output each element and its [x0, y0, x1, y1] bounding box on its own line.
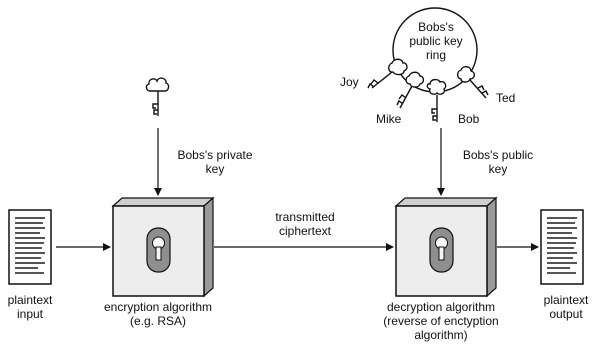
key-ring-label: Bobs's public key ring — [409, 20, 463, 62]
plaintext-input-document-icon — [8, 209, 52, 285]
transmitted-ciphertext-label: transmitted ciphertext — [275, 210, 335, 238]
joy-key-icon — [367, 58, 408, 89]
plaintext-input-label: plaintext input — [7, 293, 53, 321]
joy-key-label: Joy — [340, 75, 359, 89]
plaintext-output-label: plaintext output — [543, 293, 589, 321]
decryption-algorithm-label: decryption algorithm (reverse of enctypt… — [383, 300, 499, 342]
encryption-keyhole-icon — [146, 227, 171, 273]
mike-key-label: Mike — [376, 112, 402, 126]
private-key-icon — [145, 77, 170, 116]
decryption-lock-box-icon — [394, 196, 498, 298]
encryption-lock-box-icon — [111, 196, 215, 298]
plaintext-output-document-icon — [540, 209, 584, 285]
mike-key-icon — [396, 71, 425, 109]
decryption-keyhole-icon — [429, 227, 454, 273]
ted-key-icon — [456, 66, 489, 99]
bob-key-icon — [426, 78, 447, 122]
encryption-algorithm-label: encryption algorithm (e.g. RSA) — [103, 300, 213, 328]
bob-key-label: Bob — [458, 112, 480, 126]
private-key-label: Bobs's private key — [177, 148, 253, 176]
public-key-label: Bobs's public key — [462, 148, 534, 176]
ted-key-label: Ted — [496, 91, 516, 105]
